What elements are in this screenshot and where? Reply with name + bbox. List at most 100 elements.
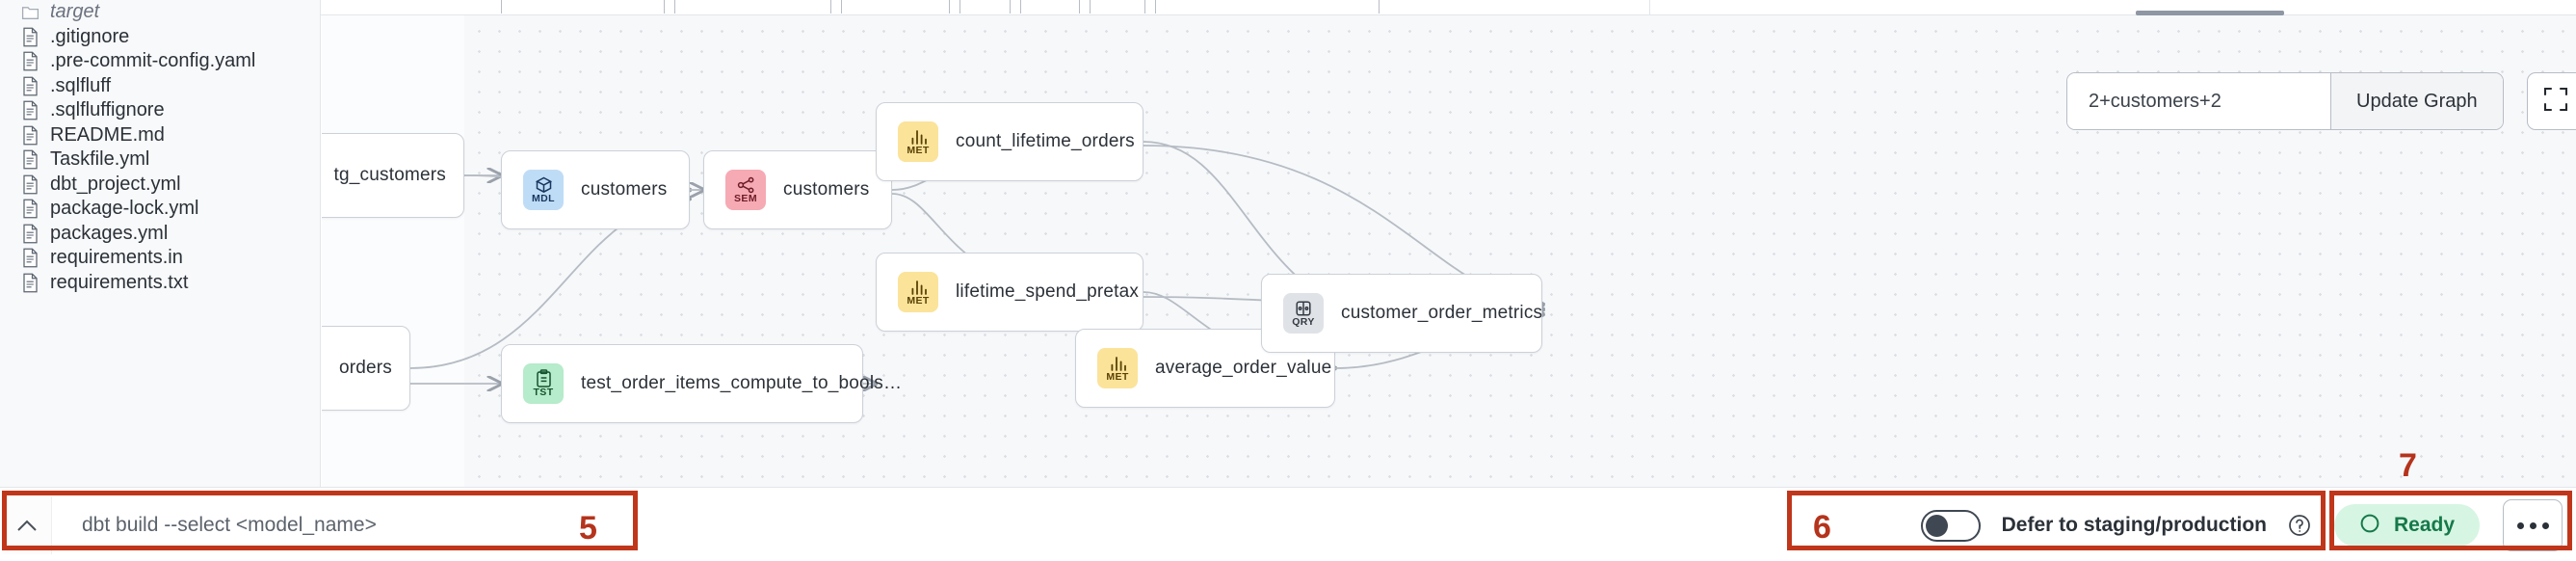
file-name: .sqlfluff xyxy=(50,74,111,96)
file-name: .sqlfluffignore xyxy=(50,99,165,121)
node-type-badge-met: MET xyxy=(898,121,938,162)
node-type-badge-sem: SEM xyxy=(725,170,766,210)
active-tab-indicator xyxy=(2136,11,2284,15)
graph-search-group: 2+customers+2 Update Graph xyxy=(2066,72,2504,130)
node-type-label: QRY xyxy=(1292,316,1315,328)
node-label: customers xyxy=(581,179,668,200)
status-badge[interactable]: Ready xyxy=(2333,504,2480,547)
node-label: count_lifetime_orders xyxy=(956,131,1135,151)
node-label: customers xyxy=(783,179,870,200)
node-type-badge-tst: TST xyxy=(523,363,564,404)
file-name: requirements.txt xyxy=(50,271,189,293)
file-tree-item[interactable]: dbt_project.yml xyxy=(0,173,320,198)
help-circle-icon[interactable] xyxy=(2288,514,2311,537)
file-name: packages.yml xyxy=(50,222,169,244)
file-tree-item[interactable]: requirements.in xyxy=(0,246,320,271)
fullscreen-button[interactable] xyxy=(2526,72,2576,130)
node-type-label: MET xyxy=(1106,371,1129,383)
tst-icon xyxy=(536,369,552,387)
command-bar: dbt build --select <model_name> xyxy=(2,495,638,555)
fullscreen-icon xyxy=(2543,87,2568,117)
graph-node[interactable]: MDL customers xyxy=(501,150,690,229)
node-type-badge-met: MET xyxy=(1097,348,1138,388)
sem-icon xyxy=(737,175,755,194)
file-explorer-sidebar[interactable]: target.gitignore .pre-commit-config.yaml.… xyxy=(0,0,321,487)
more-actions-button[interactable] xyxy=(2503,499,2563,551)
file-tree: target.gitignore .pre-commit-config.yaml.… xyxy=(0,0,320,295)
node-type-label: MDL xyxy=(532,193,555,204)
editor-tab[interactable] xyxy=(841,0,950,13)
dbt-command-input[interactable]: dbt build --select <model_name> xyxy=(52,496,638,554)
tab-strip-divider xyxy=(1649,0,1650,15)
file-name: .gitignore xyxy=(50,25,130,47)
graph-selector-input[interactable]: 2+customers+2 xyxy=(2067,73,2330,129)
file-name: README.md xyxy=(50,123,165,146)
folder-icon xyxy=(21,2,39,22)
editor-tab[interactable] xyxy=(1090,0,1145,13)
file-icon xyxy=(21,51,39,71)
node-type-label: TST xyxy=(533,387,554,398)
file-tree-item[interactable]: package-lock.yml xyxy=(0,197,320,222)
status-label: Ready xyxy=(2393,514,2455,536)
file-tree-item[interactable]: packages.yml xyxy=(0,222,320,247)
editor-tab[interactable] xyxy=(1155,0,1380,13)
file-tree-item[interactable]: requirements.txt xyxy=(0,271,320,296)
node-label: average_order_value xyxy=(1155,358,1332,378)
file-tree-item[interactable]: .gitignore xyxy=(0,25,320,50)
file-tree-item[interactable]: .sqlfluffignore xyxy=(0,98,320,123)
file-icon xyxy=(21,174,39,195)
ellipsis-icon xyxy=(2529,521,2537,529)
graph-node[interactable]: tg_customers xyxy=(322,133,464,218)
met-icon xyxy=(909,127,928,146)
file-name: requirements.in xyxy=(50,247,183,269)
chevron-up-icon[interactable] xyxy=(2,496,52,554)
graph-node[interactable]: MET count_lifetime_orders xyxy=(876,102,1143,181)
file-name: dbt_project.yml xyxy=(50,173,181,195)
editor-tabs xyxy=(501,0,1380,13)
node-type-label: SEM xyxy=(734,193,757,204)
editor-tab[interactable] xyxy=(959,0,1011,13)
ellipsis-icon xyxy=(2516,521,2524,529)
graph-node[interactable]: SEM customers xyxy=(703,150,892,229)
met-icon xyxy=(1109,354,1127,372)
file-tree-item[interactable]: Taskfile.yml xyxy=(0,147,320,173)
node-type-label: MET xyxy=(907,295,930,307)
file-tree-item[interactable]: README.md xyxy=(0,123,320,148)
file-tree-item[interactable]: target xyxy=(0,0,320,25)
node-type-badge-met: MET xyxy=(898,272,938,312)
file-icon xyxy=(21,224,39,244)
editor-tab[interactable] xyxy=(674,0,831,13)
circle-icon xyxy=(2359,513,2380,539)
file-icon xyxy=(21,149,39,170)
graph-node[interactable]: orders xyxy=(322,326,410,411)
file-icon xyxy=(21,248,39,268)
ellipsis-icon xyxy=(2541,521,2549,529)
file-icon xyxy=(21,199,39,219)
file-icon xyxy=(21,125,39,146)
graph-toolbar: 2+customers+2 Update Graph xyxy=(2066,72,2576,130)
file-name: .pre-commit-config.yaml xyxy=(50,50,256,72)
file-icon xyxy=(21,76,39,96)
update-graph-button[interactable]: Update Graph xyxy=(2330,73,2503,129)
graph-node[interactable]: MET lifetime_spend_pretax xyxy=(876,253,1143,332)
graph-node[interactable]: QRY customer_order_metrics xyxy=(1261,274,1542,353)
defer-control-group: Defer to staging/production xyxy=(1867,509,2311,542)
defer-toggle[interactable] xyxy=(1920,509,1981,542)
node-type-label: MET xyxy=(907,145,930,156)
defer-label: Defer to staging/production xyxy=(2001,514,2267,536)
file-name: package-lock.yml xyxy=(50,198,199,220)
editor-tab[interactable] xyxy=(1020,0,1080,13)
file-tree-item[interactable]: .pre-commit-config.yaml xyxy=(0,49,320,74)
met-icon xyxy=(909,278,928,296)
mdl-icon xyxy=(535,175,553,194)
file-name: Taskfile.yml xyxy=(50,148,150,171)
node-label: customer_order_metrics xyxy=(1341,303,1543,323)
node-label: lifetime_spend_pretax xyxy=(956,281,1140,302)
file-tree-item[interactable]: .sqlfluff xyxy=(0,74,320,99)
node-type-badge-qry: QRY xyxy=(1283,293,1324,334)
toggle-knob xyxy=(1925,514,1948,537)
editor-tab[interactable] xyxy=(501,0,665,13)
